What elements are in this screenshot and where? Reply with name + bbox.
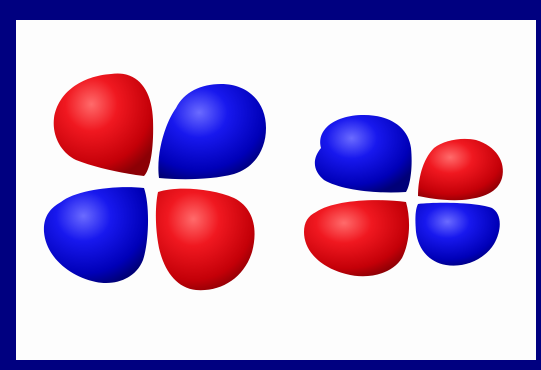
lobe-top-left bbox=[54, 73, 153, 176]
small-orbital bbox=[304, 115, 503, 276]
lobe-top-right bbox=[158, 84, 266, 179]
large-orbital bbox=[44, 73, 266, 290]
lobe-small-bottom-right bbox=[415, 203, 499, 266]
lobe-bottom-right bbox=[156, 189, 255, 291]
lobe-small-top-left bbox=[315, 115, 412, 193]
lobe-bottom-left bbox=[44, 187, 148, 283]
orbital-diagram bbox=[16, 20, 536, 360]
lobe-small-top-right bbox=[418, 139, 503, 200]
lobe-small-bottom-left bbox=[304, 200, 409, 276]
diagram-canvas bbox=[16, 20, 536, 360]
